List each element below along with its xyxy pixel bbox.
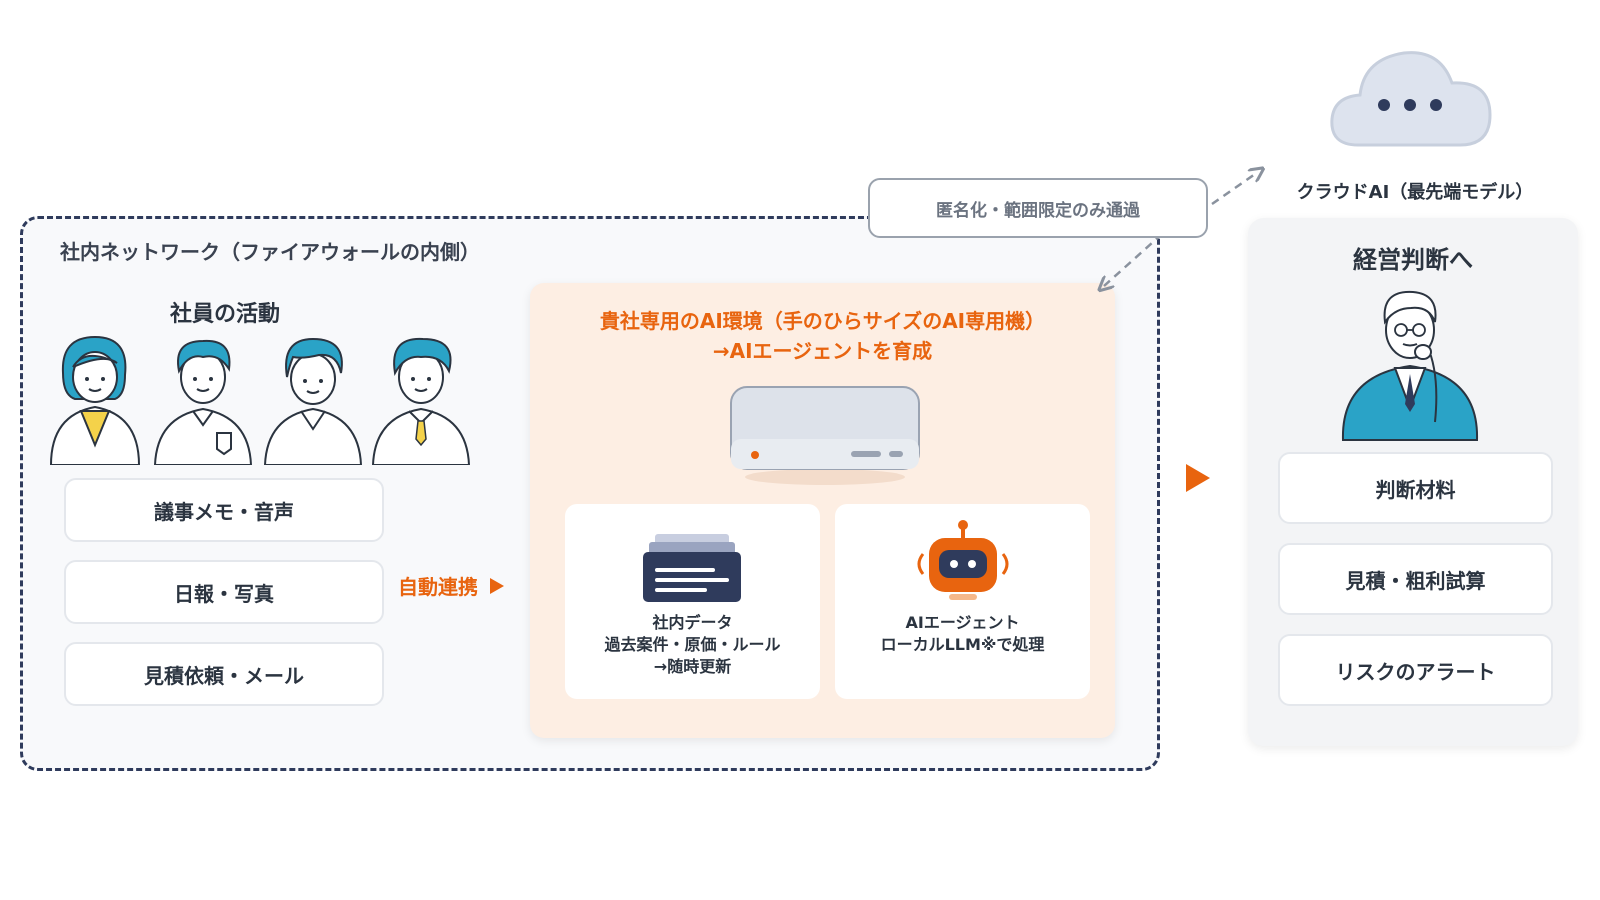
employee-4-icon	[371, 337, 471, 465]
employee-1-icon	[49, 335, 141, 465]
internal-data-line2: 過去案件・原価・ルール	[604, 635, 781, 654]
ai-agent-card: AIエージェント ローカルLLM※で処理	[835, 504, 1090, 699]
cloud-icon	[1330, 51, 1492, 147]
internal-data-line3: →随時更新	[653, 657, 732, 676]
employees-illustration	[49, 335, 471, 465]
arrow-right-icon	[1186, 464, 1210, 492]
internal-data-card: 社内データ 過去案件・原価・ルール →随時更新	[565, 504, 820, 699]
manager-thinking-icon	[1341, 290, 1479, 441]
employees-title: 社員の活動	[169, 302, 280, 327]
employee-activity-estimate-request: 見積依頼・メール	[64, 642, 384, 706]
employee-2-icon	[153, 339, 253, 465]
ai-environment-title: 貴社専用のAI環境（手のひらサイズのAI専用機） →AIエージェントを育成	[530, 306, 1115, 366]
ai-agent-line2: ローカルLLM※で処理	[880, 635, 1045, 654]
network-title: 社内ネットワーク（ファイアウォールの内側）	[60, 240, 480, 264]
ai-agent-line1: AIエージェント	[905, 613, 1020, 632]
management-item-estimate-profit: 見積・粗利試算	[1278, 543, 1553, 615]
robot-icon	[917, 520, 1009, 600]
ai-device-icon	[730, 386, 920, 485]
anonymize-filter-label: 匿名化・範囲限定のみ通過	[868, 178, 1208, 238]
internal-data-line1: 社内データ	[652, 613, 733, 632]
ai-environment-title-line1: 貴社専用のAI環境（手のひらサイズのAI専用機）	[599, 309, 1046, 333]
ai-environment-title-line2: →AIエージェントを育成	[712, 339, 933, 363]
data-database-icon	[643, 534, 741, 602]
auto-link-connector: 自動連携	[398, 571, 504, 600]
management-item-risk-alert: リスクのアラート	[1278, 634, 1553, 706]
arrow-right-icon	[490, 577, 504, 594]
employee-activity-daily-report: 日報・写真	[64, 560, 384, 624]
employee-activity-meeting-notes: 議事メモ・音声	[64, 478, 384, 542]
auto-link-label: 自動連携	[398, 575, 478, 599]
management-item-decision-material: 判断材料	[1278, 452, 1553, 524]
cloud-ai-label: クラウドAI（最先端モデル）	[1296, 182, 1534, 203]
management-title: 経営判断へ	[1353, 246, 1473, 274]
employee-3-icon	[263, 337, 363, 465]
